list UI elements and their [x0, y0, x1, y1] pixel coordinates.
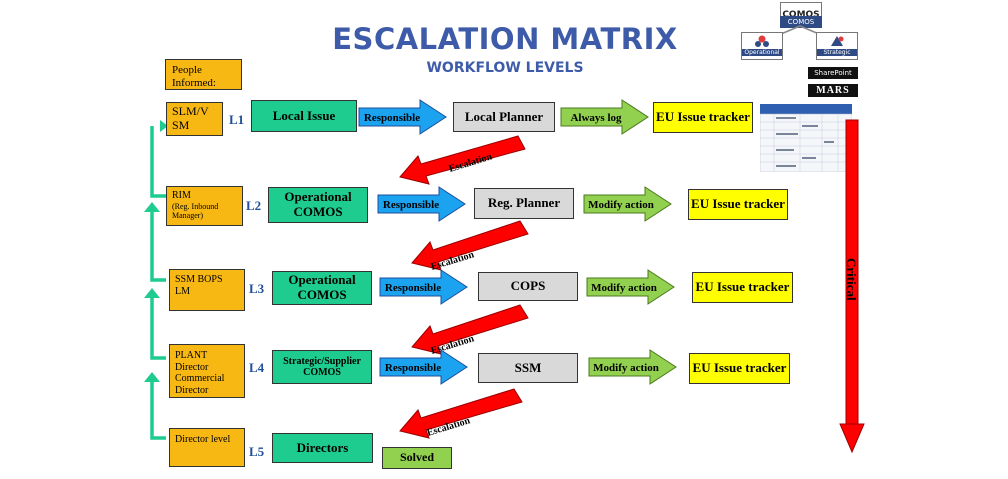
- level-label-l1: L1: [229, 112, 245, 127]
- escalation-arrow-4: Escalation: [399, 388, 523, 439]
- people-informed-l3-text: SSM BOPS LM: [175, 274, 223, 297]
- level-link-l2-l1-head: [160, 120, 168, 132]
- level-link-l3-l2-head: [144, 202, 160, 212]
- escalation-arrow-2: Escalation: [411, 220, 529, 273]
- action-label-l3: Modify action: [591, 282, 657, 294]
- level-link-l3-l2: [150, 212, 166, 282]
- people-informed-l4-text: PLANT Director Commercial Director: [175, 350, 225, 396]
- source-text-l1: Local Issue: [272, 107, 336, 123]
- critical-arrow: Critical: [839, 119, 865, 454]
- handler-text-l2: Reg. Planner: [487, 195, 561, 211]
- level-link-l4-l3: [150, 298, 166, 360]
- strategic-logo: Strategic: [816, 32, 858, 60]
- comos-logo-text: COMOS: [782, 10, 820, 20]
- solved-box: Solved: [382, 447, 452, 469]
- action-label-l1: Always log: [570, 112, 622, 124]
- operational-logo: Operational: [741, 32, 783, 60]
- people-informed-l3: SSM BOPS LM: [169, 269, 245, 311]
- tracker-text-l3: EU Issue tracker: [695, 279, 790, 295]
- tracker-box-l4: EU Issue tracker: [689, 353, 790, 384]
- responsible-label-l3: Responsible: [385, 282, 441, 294]
- source-box-l1: Local Issue: [251, 100, 357, 132]
- responsible-arrow-l2: Responsible: [377, 186, 466, 222]
- level-label-l5: L5: [249, 444, 265, 459]
- handler-text-l3: COPS: [510, 278, 546, 294]
- level-link-l4-l3-head: [144, 288, 160, 298]
- action-arrow-l2: Modify action: [583, 186, 672, 222]
- action-arrow-l4: Modify action: [588, 349, 677, 385]
- responsible-label-l2: Responsible: [383, 199, 439, 211]
- source-text-l5: Directors: [296, 439, 349, 455]
- tracker-text-l2: EU Issue tracker: [691, 196, 785, 212]
- comos-caption-text: COMOS: [787, 18, 815, 26]
- handler-box-l3: COPS: [478, 272, 578, 301]
- sharepoint-logo-text: SharePoint: [814, 69, 852, 77]
- level-link-l5-l4: [150, 382, 166, 440]
- level-link-l2-l1: [150, 126, 166, 198]
- responsible-label-l4: Responsible: [385, 362, 441, 374]
- critical-label: Critical: [844, 258, 859, 301]
- people-informed-l2: RIM (Reg. Inbound Manager): [166, 186, 243, 226]
- people-informed-l4: PLANT Director Commercial Director: [169, 344, 245, 398]
- handler-box-l4: SSM: [478, 353, 578, 383]
- tracker-box-l3: EU Issue tracker: [692, 272, 793, 303]
- level-link-l5-l4-head: [144, 372, 160, 382]
- people-informed-label: People Informed:: [165, 59, 242, 90]
- handler-box-l1: Local Planner: [453, 102, 555, 132]
- comos-caption: COMOS: [780, 16, 822, 28]
- tracker-text-l1: EU Issue tracker: [656, 109, 750, 125]
- tracker-box-l2: EU Issue tracker: [688, 189, 788, 220]
- level-label-l3: L3: [249, 281, 265, 296]
- source-box-l2: Operational COMOS: [268, 187, 368, 223]
- handler-box-l2: Reg. Planner: [474, 188, 574, 219]
- page-title: ESCALATION MATRIX: [332, 22, 678, 56]
- sharepoint-logo: SharePoint: [808, 67, 858, 79]
- tracker-box-l1: EU Issue tracker: [653, 102, 753, 133]
- action-arrow-l3: Modify action: [586, 269, 675, 305]
- handler-text-l4: SSM: [514, 359, 542, 375]
- mars-logo: MARS: [808, 84, 858, 97]
- mars-logo-text: MARS: [816, 85, 850, 96]
- people-informed-l5-text: Director level: [175, 434, 231, 445]
- source-text-l4: Strategic/Supplier COMOS: [283, 355, 361, 379]
- source-text-l2: Operational COMOS: [284, 189, 352, 219]
- action-label-l2: Modify action: [588, 199, 654, 211]
- responsible-arrow-l1: Responsible: [358, 99, 447, 135]
- source-box-l3: Operational COMOS: [272, 271, 372, 305]
- people-informed-l5: Director level: [169, 428, 245, 467]
- responsible-arrow-l3: Responsible: [379, 269, 468, 305]
- operational-logo-icon: [755, 35, 769, 47]
- level-links: [144, 120, 168, 440]
- responsible-label-l1: Responsible: [364, 112, 420, 124]
- people-informed-l2-sub: (Reg. Inbound Manager): [172, 201, 219, 220]
- escalation-arrow-1: Escalation: [399, 135, 526, 185]
- people-informed-text: People Informed:: [172, 64, 216, 89]
- action-label-l4: Modify action: [593, 362, 659, 374]
- strategic-logo-icon: [831, 36, 844, 46]
- people-informed-l2-main: RIM: [172, 190, 191, 201]
- level-label-l2: L2: [246, 198, 262, 213]
- tracker-text-l4: EU Issue tracker: [692, 360, 787, 376]
- source-box-l5: Directors: [272, 433, 373, 463]
- operational-logo-text: Operational: [742, 49, 782, 56]
- level-label-l4: L4: [249, 360, 265, 375]
- strategic-logo-text: Strategic: [817, 49, 857, 56]
- handler-text-l1: Local Planner: [464, 108, 544, 124]
- responsible-arrow-l4: Responsible: [379, 349, 468, 385]
- page-subtitle: WORKFLOW LEVELS: [426, 60, 584, 76]
- source-text-l3: Operational COMOS: [288, 272, 356, 302]
- action-arrow-l1: Always log: [560, 99, 649, 135]
- people-informed-l1: SLM/V SM: [166, 102, 223, 136]
- source-box-l4: Strategic/Supplier COMOS: [272, 350, 372, 384]
- issue-tracker-thumbnail: [760, 104, 852, 172]
- solved-text: Solved: [399, 450, 434, 465]
- people-informed-l1-text: SLM/V SM: [172, 104, 209, 132]
